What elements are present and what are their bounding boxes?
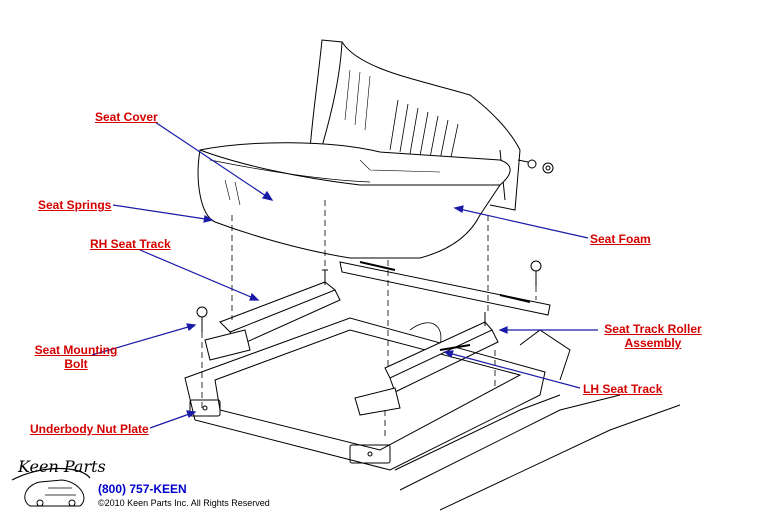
label-seat-mounting-bolt-line1: Seat Mounting [34, 343, 118, 357]
leader-lines [91, 121, 598, 429]
label-underbody-nut-plate[interactable]: Underbody Nut Plate [30, 422, 149, 436]
label-seat-mounting-bolt[interactable]: Seat Mounting Bolt [34, 343, 118, 371]
rh-seat-track-drawing [204, 269, 341, 361]
lh-seat-track-drawing [354, 312, 499, 416]
label-seat-cover[interactable]: Seat Cover [95, 110, 158, 124]
keen-parts-logo: Keen Parts [11, 457, 106, 507]
nut-plates-drawing [189, 399, 391, 464]
label-seat-track-roller-line1: Seat Track Roller [604, 322, 702, 336]
label-seat-track-roller-line2: Assembly [624, 336, 682, 350]
seat-cushion-drawing [197, 142, 511, 259]
label-seat-springs[interactable]: Seat Springs [38, 198, 112, 212]
mounting-bolts-drawing [196, 260, 542, 332]
copyright-notice: ©2010 Keen Parts Inc. All Rights Reserve… [98, 498, 270, 508]
floor-pan-drawing [184, 317, 681, 511]
label-seat-mounting-bolt-line2: Bolt [64, 357, 88, 371]
label-seat-foam[interactable]: Seat Foam [590, 232, 651, 246]
label-seat-track-roller-assembly[interactable]: Seat Track Roller Assembly [600, 322, 706, 350]
rear-rail-drawing [339, 261, 551, 316]
bolt-top-right-drawing [517, 159, 554, 174]
phone-number: (800) 757-KEEN [98, 482, 187, 496]
label-lh-seat-track[interactable]: LH Seat Track [583, 382, 663, 396]
alignment-dashes [201, 200, 537, 440]
svg-text:Keen Parts: Keen Parts [17, 457, 106, 476]
label-rh-seat-track[interactable]: RH Seat Track [90, 237, 171, 251]
